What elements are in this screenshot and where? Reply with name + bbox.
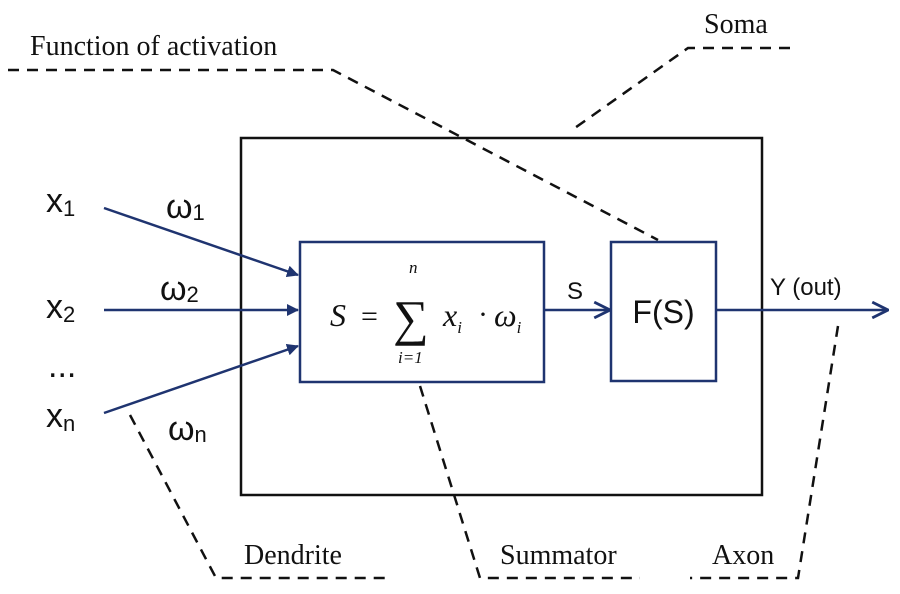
activation-function-box [609,240,718,383]
dendrite-label: Dendrite [244,540,342,571]
formula-lhs: S [330,297,346,333]
summator-label: Summator [500,540,617,571]
weight-wn: ωn [168,410,207,448]
soma-leader [571,46,790,132]
formula-w-term: ωi [494,297,522,337]
weight-w1: ω1 [166,188,205,226]
input-xn: xn [46,397,75,436]
input-x1: x1 [46,182,75,221]
input-ellipsis: ... [48,347,76,385]
formula-equals: = [361,300,378,333]
input-arrow-n [103,343,299,415]
signal-label: S [567,278,583,305]
input-x2: x2 [46,288,75,327]
input-arrow-1 [103,206,299,278]
formula-sigma: ∑ [393,290,429,346]
activation-label: Function of activation [30,31,277,62]
soma-box [239,136,764,497]
weight-w2: ω2 [160,270,199,308]
formula-lower-limit: i=1 [398,348,423,367]
axon-leader [690,325,840,580]
formula-upper-limit: n [409,258,418,277]
activation-function-text: F(S) [632,294,694,330]
formula-x-term: xi [442,297,462,337]
activation-leader [8,68,659,242]
output-label: Y (out) [770,274,842,301]
formula-dot: · [478,298,488,331]
summator-box [298,240,546,384]
soma-label: Soma [704,9,768,40]
summator-leader [418,385,640,580]
dendrite-leader [128,414,390,580]
axon-label: Axon [712,540,774,571]
summation-formula: S = ∑ n i=1 xi · ωi [330,258,522,367]
